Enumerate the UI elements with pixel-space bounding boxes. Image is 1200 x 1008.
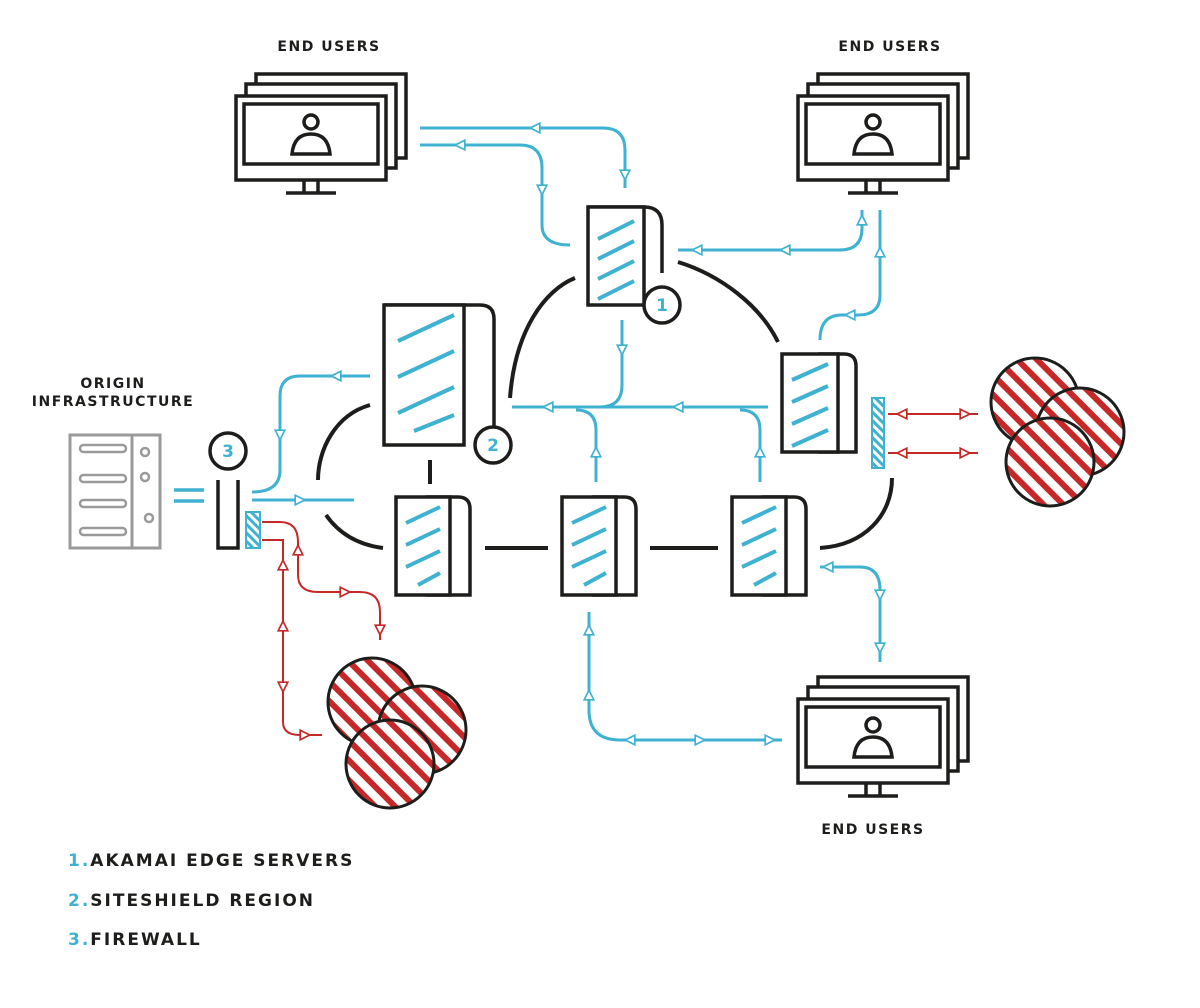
siteshield-firewall-right-icon [871, 397, 885, 469]
legend-item-2: 2.SITESHIELD REGION [68, 890, 315, 912]
end-users-top-right-monitor-icon [796, 72, 970, 195]
origin-infrastructure-label: ORIGIN INFRASTRUCTURE [20, 375, 206, 411]
origin-label-line1: ORIGIN [80, 376, 146, 392]
badge-1-label: 1 [656, 296, 668, 316]
end-users-bottom-monitor-icon [796, 675, 970, 798]
end-users-top-left-monitor-icon [234, 72, 408, 195]
origin-server-icon [68, 433, 162, 550]
legend-item-2-text: SITESHIELD REGION [90, 891, 316, 911]
legend-item-3-number: 3. [68, 930, 91, 950]
legend-item-3-text: FIREWALL [90, 930, 202, 950]
badge-2: 2 [473, 425, 513, 465]
badge-3: 3 [208, 431, 248, 471]
edge-server-bottom-3-icon [730, 495, 808, 597]
badge-1: 1 [642, 285, 682, 325]
legend-item-1-number: 1. [68, 851, 91, 871]
edge-server-bottom-2-icon [560, 495, 638, 597]
edge-server-right-icon [780, 352, 858, 454]
edge-ring [316, 260, 894, 550]
legend-item-1-text: AKAMAI EDGE SERVERS [90, 851, 355, 871]
edge-server-top-icon [586, 205, 664, 307]
legend-item-1: 1.AKAMAI EDGE SERVERS [68, 850, 354, 872]
badge-2-label: 2 [487, 436, 499, 456]
attacker-cluster-left-icon [326, 656, 468, 810]
origin-label-line2: INFRASTRUCTURE [31, 394, 195, 410]
firewall-icon [216, 480, 261, 550]
edge-server-siteshield-icon [382, 303, 496, 447]
legend-item-2-number: 2. [68, 891, 91, 911]
origin-link-icon [174, 488, 204, 503]
end-users-top-left-label: END USERS [277, 39, 381, 55]
attacker-cluster-right-icon [989, 356, 1126, 508]
legend-item-3: 3.FIREWALL [68, 929, 202, 951]
end-users-bottom-label: END USERS [821, 822, 925, 838]
end-users-top-right-label: END USERS [838, 39, 942, 55]
edge-server-bottom-1-icon [394, 495, 472, 597]
badge-3-label: 3 [222, 442, 234, 462]
